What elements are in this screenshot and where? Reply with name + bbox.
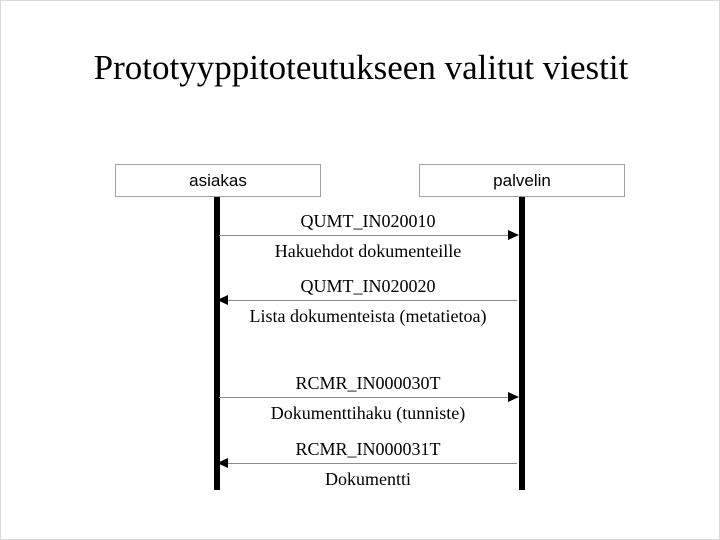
message-4-line (219, 463, 517, 464)
lifeline-asiakas (214, 197, 220, 490)
participant-box-asiakas[interactable]: asiakas (115, 164, 321, 197)
message-3-description: Dokumenttihaku (tunniste) (270, 403, 466, 423)
message-2-code: QUMT_IN020020 (300, 276, 436, 296)
message-1-line (219, 235, 517, 236)
arrow-left-icon (217, 458, 228, 468)
message-1-code: QUMT_IN020010 (300, 211, 436, 231)
page-title: Prototyyppitoteutukseen valitut viestit (93, 48, 629, 87)
arrow-right-icon (508, 230, 519, 240)
message-4-description: Dokumentti (325, 469, 411, 489)
participant-label-asiakas: asiakas (189, 170, 247, 190)
participant-label-palvelin: palvelin (493, 170, 551, 190)
message-4-code: RCMR_IN000031T (295, 439, 441, 459)
message-2-line (219, 300, 517, 301)
message-3-code: RCMR_IN000030T (295, 373, 441, 393)
message-2-description: Lista dokumenteista (metatietoa) (249, 306, 487, 326)
message-3-line (219, 397, 517, 398)
arrow-left-icon (217, 295, 228, 305)
message-1-description: Hakuehdot dokumenteille (274, 241, 462, 261)
participant-box-palvelin[interactable]: palvelin (419, 164, 625, 197)
arrow-right-icon (508, 392, 519, 402)
lifeline-palvelin (519, 197, 525, 490)
